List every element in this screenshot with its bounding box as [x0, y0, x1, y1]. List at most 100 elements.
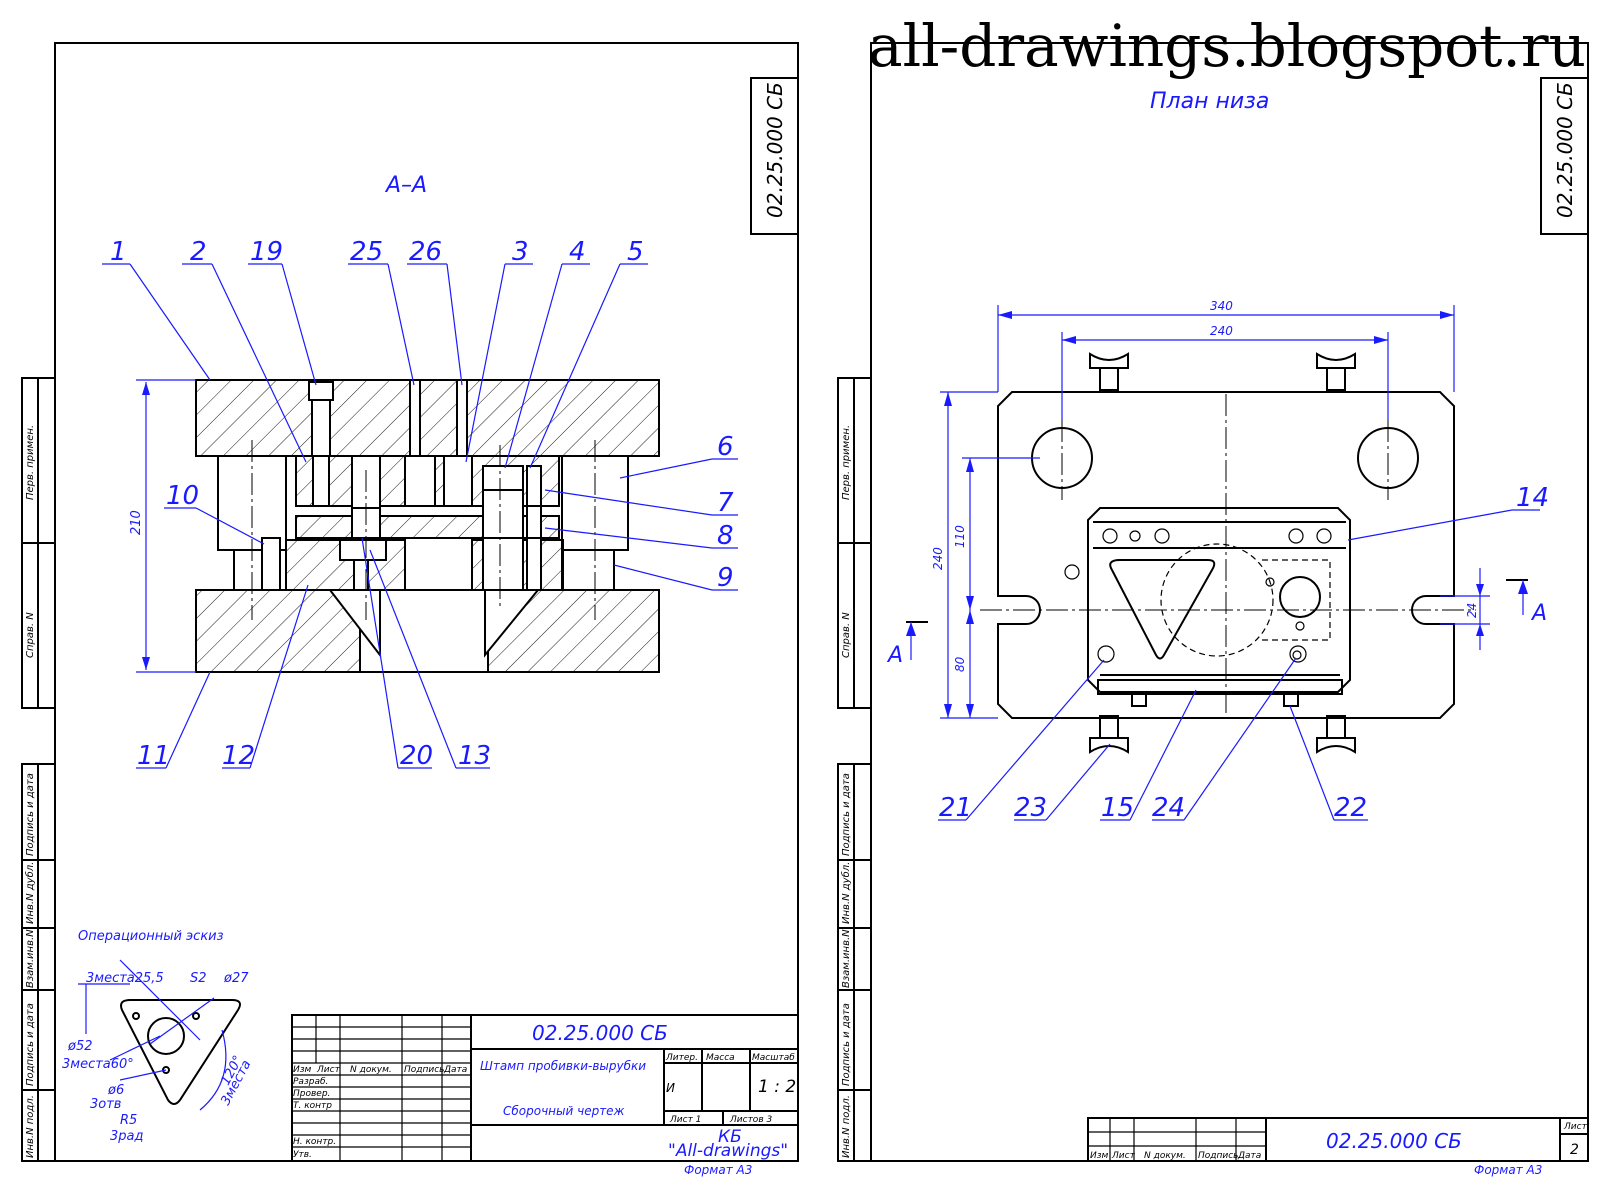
s2-side-label-4: Инв.N дубл. [840, 862, 852, 924]
sketch-title: Операционный эскиз [78, 929, 224, 944]
tb1-row-nkontr: Н. контр. [293, 1137, 336, 1147]
sketch-dim-3x255: 3места25,5 [86, 971, 164, 986]
leader-23: 23 [1014, 793, 1047, 823]
section-mark-right: А [1530, 601, 1547, 626]
tb1-col-ndoc: N докум. [350, 1065, 392, 1075]
sketch-dim-3holes: 3отв [90, 1097, 121, 1112]
dim-110: 110 [953, 525, 967, 548]
sketch-triangle-part [120, 999, 241, 1105]
tb1-h-liter: Литер. [665, 1053, 698, 1063]
s2-side-label-6: Подпись и дата [841, 1003, 852, 1086]
leader-2: 2 [190, 237, 207, 267]
sheet-1-code-box [750, 77, 799, 235]
leader-20: 20 [400, 741, 433, 771]
sketch-dim-r5: R5 [120, 1113, 137, 1128]
view-title: План низа [1150, 89, 1269, 114]
leader-9: 9 [717, 563, 734, 593]
dim-240h: 240 [931, 547, 945, 570]
tb2-code: 02.25.000 СБ [1326, 1129, 1462, 1153]
s2-side-label-2: Справ. N [841, 612, 852, 658]
dim-210: 210 [129, 510, 144, 535]
sketch-dim-d6: ø6 [107, 1083, 124, 1098]
side-label-6: Подпись и дата [25, 1003, 36, 1086]
tb1-col-date: Дата [443, 1065, 467, 1075]
handle-top-left [1089, 352, 1129, 391]
plan-dimensions: 340 240 240 110 80 24 [931, 299, 1490, 719]
tb2-col-sign: Подпись [1198, 1151, 1238, 1161]
tb1-col-izm: Изм [293, 1065, 312, 1075]
section-mark-left: А [886, 643, 903, 668]
leader-1: 1 [110, 237, 127, 267]
leader-4: 4 [569, 237, 586, 267]
leader-5: 5 [627, 237, 644, 267]
side-label-4: Инв.N дубл. [24, 862, 36, 924]
handle-bottom-right [1316, 715, 1356, 754]
tb1-h-massa: Масса [706, 1053, 735, 1063]
sheet-2-code-box [1540, 77, 1589, 235]
leader-26: 26 [409, 237, 442, 267]
leader-10: 10 [166, 481, 199, 511]
sheet-1-code-vertical: 02.25.000 СБ [763, 82, 787, 218]
s2-side-label-5: Взам.инв.N [841, 929, 852, 988]
leader-22: 22 [1334, 793, 1367, 823]
dim-240w: 240 [1210, 324, 1233, 338]
s2-side-label-3: Подпись и дата [841, 773, 852, 856]
top-plate [195, 379, 660, 457]
tb1-code: 02.25.000 СБ [532, 1021, 668, 1045]
tb1-name: Штамп пробивки-вырубки [480, 1059, 646, 1073]
sketch-dim-d27: ø27 [223, 971, 249, 986]
tb1-liter: И [666, 1081, 675, 1095]
tb1-row-razrab: Разраб. [293, 1077, 328, 1087]
side-label-7: Инв.N подл. [25, 1095, 36, 1158]
die-plate [1087, 507, 1351, 693]
dim-80: 80 [953, 656, 967, 672]
guide-post-right [561, 549, 615, 591]
handle-top-right [1316, 352, 1356, 391]
tb1-sheets: Листов 3 [729, 1115, 772, 1125]
operational-sketch: Операционный эскиз 3места25,5 S2 ø27 ø52… [62, 929, 254, 1144]
tb1-row-utv: Утв. [293, 1150, 312, 1160]
sketch-dim-d52: ø52 [67, 1039, 93, 1054]
section-label: А–А [384, 173, 427, 198]
tb2-sheet-label: Лист [1563, 1122, 1588, 1132]
tb1-sheet: Лист 1 [669, 1115, 701, 1125]
tb1-doctype: Сборочный чертеж [503, 1104, 625, 1118]
sketch-dim-3rad: 3рад [110, 1129, 143, 1144]
side-label-5: Взам.инв.N [25, 929, 36, 988]
stop-pin [261, 537, 281, 591]
tb2-format: Формат А3 [1474, 1163, 1542, 1177]
leaders-top: 1 2 19 25 26 3 4 5 [102, 237, 648, 469]
tb1-format: Формат А3 [684, 1163, 752, 1177]
s2-side-label-7: Инв.N подл. [841, 1095, 852, 1158]
title-block-1: Изм Лист N докум. Подпись Дата Разраб. П… [291, 1014, 799, 1177]
leader-11: 11 [137, 741, 170, 771]
side-label-2: Справ. N [25, 612, 36, 658]
tb2-sheet-no: 2 [1570, 1142, 1579, 1158]
leader-7: 7 [717, 488, 734, 518]
tb1-col-list: Лист [316, 1065, 341, 1075]
leader-24: 24 [1152, 793, 1185, 823]
tb2-col-list: Лист [1111, 1151, 1136, 1161]
leader-19: 19 [250, 237, 283, 267]
leader-15: 15 [1101, 793, 1134, 823]
s2-side-label-1: Перв. примен. [841, 425, 852, 500]
tb1-scale: 1 : 2 [758, 1077, 796, 1097]
leader-21: 21 [939, 793, 972, 823]
dim-340: 340 [1210, 299, 1233, 313]
leader-25: 25 [350, 237, 383, 267]
leader-13: 13 [458, 741, 491, 771]
tb1-org1: КБ [718, 1127, 742, 1147]
leader-3: 3 [512, 237, 529, 267]
leaders-right: 6 7 8 9 [544, 432, 738, 593]
sketch-dim-3x60: 3места60° [62, 1057, 134, 1072]
leader-14: 14 [1516, 483, 1549, 513]
side-label-3: Подпись и дата [25, 773, 36, 856]
tb1-org2: "All-drawings" [668, 1141, 788, 1161]
tb1-row-tkontr: Т. контр [293, 1101, 332, 1111]
triangle-die-opening [1109, 559, 1216, 660]
sheet-2: Перв. примен. Справ. N Подпись и дата Ин… [837, 42, 1589, 1177]
tb2-col-date: Дата [1237, 1151, 1261, 1161]
sheet-2-code-vertical: 02.25.000 СБ [1553, 82, 1577, 218]
die-section [195, 379, 660, 673]
